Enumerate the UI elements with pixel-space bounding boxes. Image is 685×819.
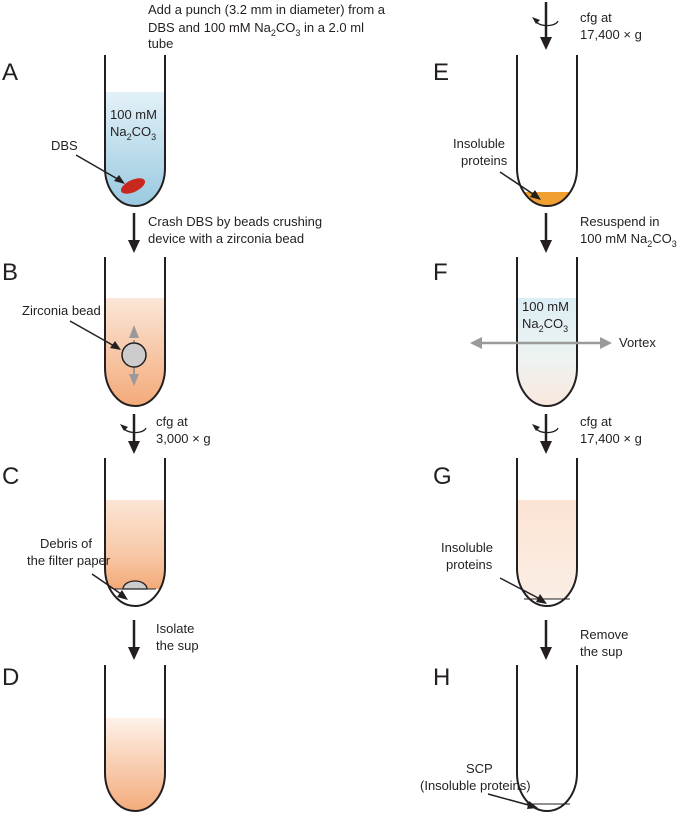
rotation-icon-e-head xyxy=(532,17,540,24)
vortex-label: Vortex xyxy=(619,335,656,350)
tube-outline-h xyxy=(516,665,578,812)
panel-label-c: C xyxy=(2,463,19,490)
tube-c xyxy=(104,458,166,607)
panel-label-e: E xyxy=(433,59,449,86)
instruction-line2: DBS and 100 mM Na2CO3 in a 2.0 ml xyxy=(148,20,364,38)
arrow-a-b-head xyxy=(128,240,140,253)
zirconia-bead xyxy=(121,342,147,368)
cfg-e-line2: 17,400 × g xyxy=(580,27,642,42)
tube-outline-d xyxy=(104,665,166,812)
step-ab-line1: Crash DBS by beads crushing xyxy=(148,214,322,229)
tube-d xyxy=(104,665,166,812)
insoluble-e-line1: Insoluble xyxy=(453,136,505,151)
tube-outline-c xyxy=(104,458,166,607)
vortex-arrow-left xyxy=(470,337,482,349)
panel-label-d: D xyxy=(2,664,19,691)
supernatant-g xyxy=(517,500,577,599)
panel-label-g: G xyxy=(433,463,452,490)
tube-outline-a xyxy=(104,55,166,207)
tube-e xyxy=(516,55,578,207)
rotation-icon-c-head xyxy=(120,424,128,431)
cfg-g-line1: cfg at xyxy=(580,414,612,429)
tube-f xyxy=(516,257,578,407)
cfg-c-line1: cfg at xyxy=(156,414,188,429)
shake-arrow-up xyxy=(129,325,139,338)
dbs-pointer xyxy=(75,154,122,182)
tube-b xyxy=(104,257,166,407)
isolate-line1: Isolate xyxy=(156,621,194,636)
scp-line2: (Insoluble proteins) xyxy=(420,778,531,793)
panel-label-a: A xyxy=(2,59,18,86)
arrow-f-g-head xyxy=(540,441,552,454)
arrow-to-e-head xyxy=(540,37,552,50)
panel-label-b: B xyxy=(2,259,18,286)
buffer-label-f-line2: Na2CO3 xyxy=(522,316,568,334)
remove-line1: Remove xyxy=(580,627,628,642)
dbs-label: DBS xyxy=(51,138,78,153)
debris-pellet xyxy=(122,580,148,590)
supernatant-c xyxy=(105,500,165,589)
insoluble-g-line2: proteins xyxy=(446,557,493,572)
cfg-c-line2: 3,000 × g xyxy=(156,431,211,446)
cfg-e-line1: cfg at xyxy=(580,10,612,25)
debris-pointer xyxy=(91,573,125,597)
insoluble-e-pointer xyxy=(499,171,537,197)
debris-pointer-head xyxy=(117,590,128,600)
arrow-b-c-head xyxy=(128,441,140,454)
debris-label-line2: the filter paper xyxy=(27,553,111,568)
supernatant-d xyxy=(105,718,165,811)
vortex-arrow-right xyxy=(600,337,612,349)
resuspend-line1: Resuspend in xyxy=(580,214,660,229)
rotation-icon-g-head xyxy=(532,424,540,431)
tube-outline-g xyxy=(516,458,578,607)
step-ab-line2: device with a zirconia bead xyxy=(148,231,304,246)
tube-outline-e xyxy=(516,55,578,207)
zirconia-pointer-head xyxy=(110,341,121,350)
arrow-e-f-head xyxy=(540,240,552,253)
zirconia-pointer xyxy=(69,320,117,348)
arrow-g-h-head xyxy=(540,647,552,660)
insoluble-g-pointer xyxy=(499,577,543,601)
panel-label-f: F xyxy=(433,259,448,286)
scp-pointer xyxy=(487,793,533,807)
buffer-label-f-line1: 100 mM xyxy=(522,299,569,314)
buffer-label-a-line2: Na2CO3 xyxy=(110,124,156,142)
resuspend-line2: 100 mM Na2CO3 xyxy=(580,231,677,249)
instruction-line3: tube xyxy=(148,36,173,51)
resuspension-liquid-f xyxy=(517,298,577,406)
insoluble-g-pointer-head xyxy=(536,594,547,604)
cfg-g-line2: 17,400 × g xyxy=(580,431,642,446)
arrow-c-d-head xyxy=(128,647,140,660)
insoluble-e-pointer-head xyxy=(530,190,541,200)
zirconia-label: Zirconia bead xyxy=(22,303,101,318)
debris-label-line1: Debris of xyxy=(40,536,92,551)
buffer-label-a-line1: 100 mM xyxy=(110,107,157,122)
tube-a xyxy=(104,55,166,207)
panel-label-h: H xyxy=(433,664,450,691)
scp-line1: SCP xyxy=(466,761,493,776)
insoluble-e-line2: proteins xyxy=(461,153,508,168)
scp-pointer-head xyxy=(527,801,538,809)
dbs-punch xyxy=(120,178,146,194)
tube-g xyxy=(516,458,578,607)
isolate-line2: the sup xyxy=(156,638,199,653)
remove-line2: the sup xyxy=(580,644,623,659)
tube-outline-b xyxy=(104,257,166,407)
tube-outline-f xyxy=(516,257,578,407)
shake-arrow-down xyxy=(129,374,139,386)
instruction-line1: Add a punch (3.2 mm in diameter) from a xyxy=(148,2,386,17)
insoluble-g-line1: Insoluble xyxy=(441,540,493,555)
dbs-pointer-head xyxy=(114,175,125,184)
